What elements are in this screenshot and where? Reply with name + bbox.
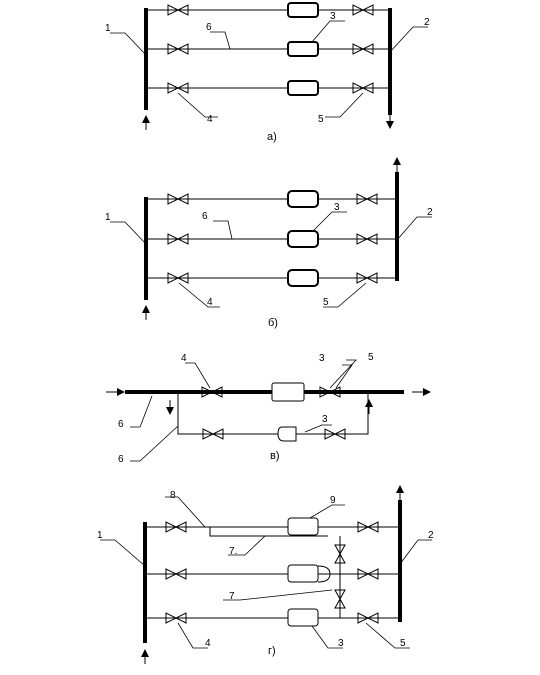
- valve-icon: [165, 521, 187, 533]
- label-1: 1: [105, 23, 111, 34]
- unit-box: [287, 80, 319, 96]
- label-2: 2: [427, 207, 433, 218]
- diagram-b: 1 2 3 6 4 5 б): [105, 157, 433, 329]
- valve-icon: [319, 386, 341, 398]
- valve-icon: [352, 43, 374, 55]
- unit-box: [287, 190, 319, 208]
- valve-icon: [201, 386, 223, 398]
- valve-icon: [167, 272, 189, 284]
- valve-icon: [357, 521, 379, 533]
- label-7b: 7: [229, 591, 235, 602]
- bypass-pipe: [177, 394, 369, 435]
- valve-icon: [167, 82, 189, 94]
- valve-icon: [356, 272, 378, 284]
- label-3: 3: [338, 638, 344, 649]
- valve-icon: [165, 612, 187, 624]
- valve-icon: [167, 193, 189, 205]
- label-5: 5: [400, 638, 406, 649]
- unit-box: [271, 382, 305, 402]
- label-3-small: 3: [322, 414, 328, 425]
- label-3-unit: 3: [319, 353, 325, 364]
- unit-box: [287, 517, 319, 536]
- label-6: 6: [202, 211, 208, 222]
- label-2: 2: [428, 530, 434, 541]
- label-5: 5: [368, 352, 374, 363]
- valve-icon: [167, 233, 189, 245]
- unit-small: [277, 426, 297, 442]
- valve-icon: [356, 233, 378, 245]
- label-3: 3: [330, 11, 336, 22]
- vertical-valve-icon: [334, 544, 346, 564]
- caption-b: б): [268, 317, 278, 329]
- label-4: 4: [207, 114, 213, 125]
- label-6-main: 6: [118, 419, 124, 430]
- valve-icon: [324, 428, 346, 440]
- unit-box: [287, 230, 319, 248]
- diagram-a: 1 2 3 6 4 5 а): [105, 2, 430, 143]
- label-4: 4: [205, 638, 211, 649]
- label-4: 4: [181, 353, 187, 364]
- label-3: 3: [334, 202, 340, 213]
- diagram-d: 1 2 8 9 7. 7 4 3 5 г): [97, 485, 434, 664]
- unit-box: [287, 608, 319, 627]
- label-1: 1: [105, 212, 111, 223]
- label-6: 6: [206, 22, 212, 33]
- valve-icon: [357, 568, 379, 580]
- valve-icon: [202, 428, 224, 440]
- caption-c: в): [270, 450, 280, 462]
- unit-connector: [317, 565, 331, 583]
- valve-icon: [352, 4, 374, 16]
- label-1: 1: [97, 530, 103, 541]
- vertical-valve-icon: [334, 589, 346, 609]
- caption-a: а): [267, 131, 277, 143]
- label-7a: 7.: [229, 546, 237, 557]
- label-4: 4: [207, 297, 213, 308]
- unit-box: [287, 564, 319, 583]
- cross-pipe-8: [209, 527, 328, 537]
- valve-icon: [352, 82, 374, 94]
- unit-box: [287, 269, 319, 287]
- valve-icon: [167, 4, 189, 16]
- caption-d: г): [268, 645, 276, 657]
- label-8: 8: [170, 490, 176, 501]
- label-9: 9: [330, 495, 336, 506]
- label-6-bypass: 6: [118, 454, 124, 465]
- unit-box: [287, 41, 319, 57]
- valve-icon: [356, 193, 378, 205]
- label-5: 5: [318, 114, 324, 125]
- unit-box: [287, 2, 319, 18]
- label-2: 2: [424, 17, 430, 28]
- label-5: 5: [323, 297, 329, 308]
- valve-icon: [357, 612, 379, 624]
- valve-icon: [167, 43, 189, 55]
- valve-icon: [165, 568, 187, 580]
- diagram-c: 4 3 5 6 3 6 в): [106, 352, 431, 465]
